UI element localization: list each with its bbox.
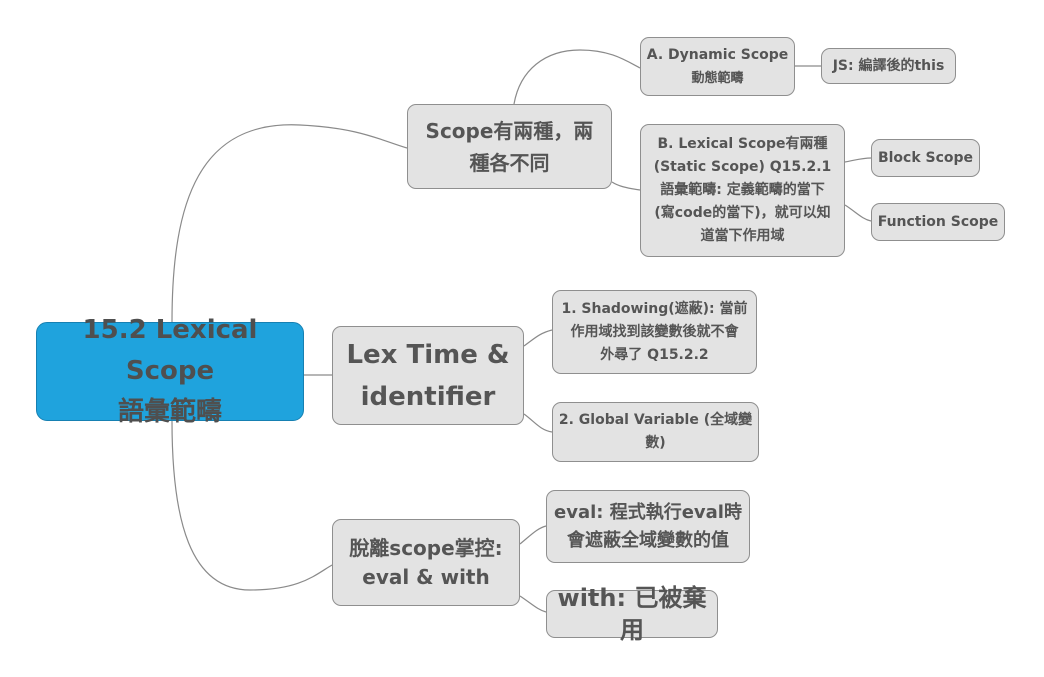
global-variable-node[interactable]: 2. Global Variable (全域變 數) [552,402,759,462]
connector-lex-shadowing [523,329,553,347]
connector-root-scope [171,124,408,323]
connector-scope-lexical [611,181,641,191]
with-node[interactable]: with: 已被棄用 [546,584,718,644]
root-node[interactable]: 15.2 Lexical Scope 語彙範疇 [36,315,304,427]
shadowing-node[interactable]: 1. Shadowing(遮蔽): 當前 作用域找到該變數後就不會 外尋了 Q1… [552,290,757,374]
block-scope-node[interactable]: Block Scope [871,139,980,177]
scope-types-node[interactable]: Scope有兩種，兩 種各不同 [407,104,612,189]
lex-time-node[interactable]: Lex Time & identifier [332,326,524,425]
eval-node[interactable]: eval: 程式執行eval時 會遮蔽全域變數的值 [546,490,750,563]
lexical-scope-node[interactable]: B. Lexical Scope有兩種 (Static Scope) Q15.2… [640,124,845,257]
js-this-node[interactable]: JS: 編譯後的this [821,48,956,84]
connector-lexical-function [844,204,872,222]
connector-lex-global [523,413,553,433]
connector-root-eval [171,420,333,591]
dynamic-scope-node[interactable]: A. Dynamic Scope 動態範疇 [640,37,795,96]
connector-eval-eval [519,525,547,545]
connector-scope-dynamic [513,49,641,105]
root-title: 15.2 Lexical Scope [82,315,258,386]
function-scope-node[interactable]: Function Scope [871,203,1005,241]
root-subtitle: 語彙範疇 [117,397,222,427]
connector-lexical-block [844,157,872,163]
escape-scope-node[interactable]: 脫離scope掌控: eval & with [332,519,520,606]
connector-eval-with [519,595,547,613]
